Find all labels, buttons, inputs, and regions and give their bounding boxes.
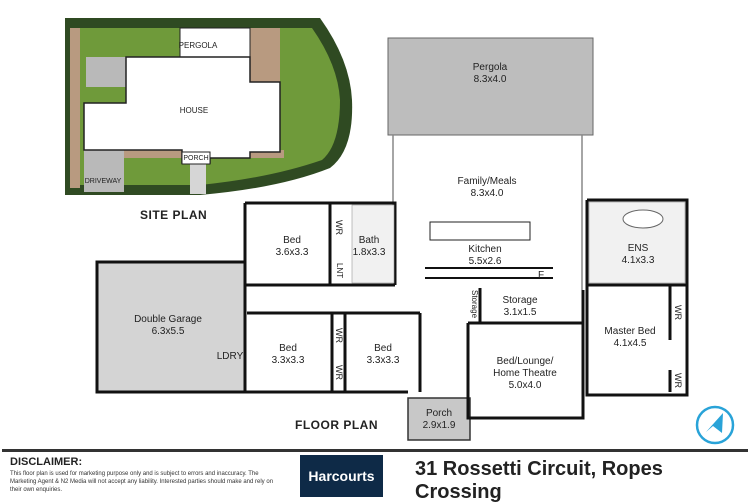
room-size: 3.3x3.3 xyxy=(271,355,305,366)
room-size: 4.1x3.3 xyxy=(621,255,655,266)
disclaimer-text: This floor plan is used for marketing pu… xyxy=(10,471,274,493)
room-name: Family/Meals xyxy=(457,176,517,187)
room-size: 3.1x1.5 xyxy=(503,307,537,318)
site-plan xyxy=(65,18,353,195)
room-size: 3.6x3.3 xyxy=(275,247,309,258)
room-wr-5: WR xyxy=(673,373,683,388)
fridge-label: F xyxy=(537,270,545,281)
room-size: 5.5x2.6 xyxy=(468,256,502,267)
room-wr-1: WR xyxy=(334,220,344,235)
property-address: 31 Rossetti Circuit, Ropes Crossing xyxy=(415,458,663,503)
room-size: 4.1x4.5 xyxy=(613,338,647,349)
site-plan-title: SITE PLAN xyxy=(140,208,208,222)
room-name: Bath xyxy=(358,235,380,246)
room-size: 5.0x4.0 xyxy=(508,380,542,391)
room-name: Storage xyxy=(502,295,538,306)
room-name: Master Bed xyxy=(604,326,656,337)
room-size: 1.8x3.3 xyxy=(352,247,386,258)
room-lnt: LNT xyxy=(335,263,344,279)
room-name: ENS xyxy=(627,243,649,254)
site-house-label: HOUSE xyxy=(179,106,209,115)
disclaimer-heading: DISCLAIMER: xyxy=(10,456,83,468)
room-name: Pergola xyxy=(472,62,508,73)
room-size: 2.9x1.9 xyxy=(422,420,456,431)
room-name-2: Home Theatre xyxy=(493,368,557,379)
room-wr-2: WR xyxy=(334,328,344,343)
room-wr-3: WR xyxy=(334,365,344,380)
room-size: 3.3x3.3 xyxy=(366,355,400,366)
room-size: 6.3x5.5 xyxy=(151,326,185,337)
compass xyxy=(695,405,735,445)
harcourts-logo: Harcourts xyxy=(300,455,383,497)
room-name: Porch xyxy=(425,408,453,419)
room-name: Double Garage xyxy=(134,314,202,325)
room-name: Bed xyxy=(374,343,392,354)
room-name: Bed/Lounge/ xyxy=(496,356,554,367)
site-porch-label: PORCH xyxy=(183,155,209,162)
room-name: Kitchen xyxy=(468,244,502,255)
room-size: 8.3x4.0 xyxy=(470,188,504,199)
room-storage-small: Storage xyxy=(470,290,479,319)
room-size: 8.3x4.0 xyxy=(473,74,507,85)
room-name: Bed xyxy=(279,343,297,354)
room-name: Bed xyxy=(283,235,301,246)
site-pergola-label: PERGOLA xyxy=(178,41,218,50)
site-driveway-label: DRIVEWAY xyxy=(84,178,122,185)
floor-plan-title: FLOOR PLAN xyxy=(295,418,378,432)
footer-divider xyxy=(2,449,748,452)
room-wr-4: WR xyxy=(673,305,683,320)
room-laundry: LDRY xyxy=(216,351,244,362)
floor-plan-walls xyxy=(95,37,689,441)
